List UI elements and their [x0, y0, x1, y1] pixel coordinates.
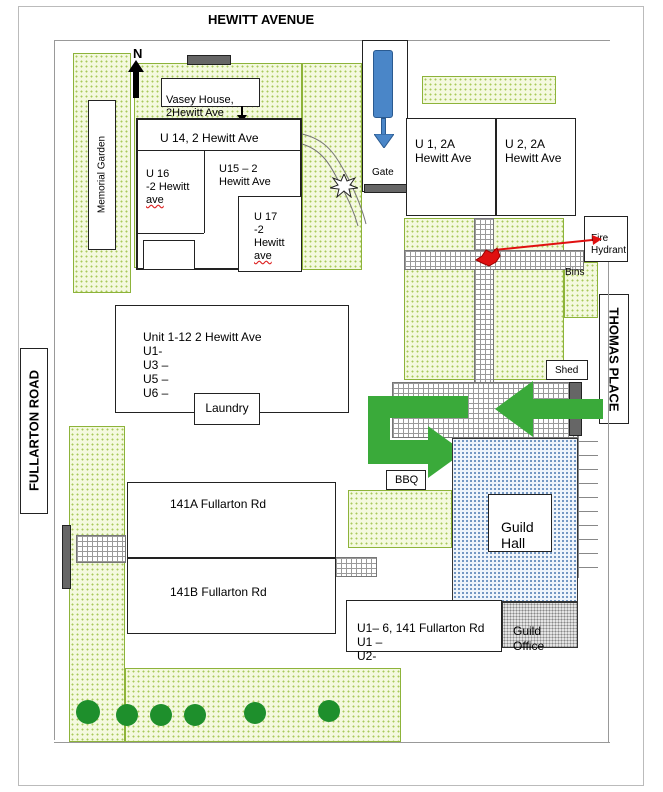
building-u1-2a: U 1, 2A Hewitt Ave: [406, 118, 496, 216]
site-boundary-south: [54, 742, 610, 743]
building-u1-6-141: U1– 6, 141 Fullarton Rd U1 – U2-: [346, 600, 502, 663]
building-141a: [127, 482, 336, 558]
building-u17: [238, 196, 302, 272]
route-arrow-icon: [368, 396, 468, 478]
u17-line1: U 17: [254, 211, 278, 223]
west-gate-bar: [62, 525, 71, 589]
grass-bbq-area: [348, 490, 452, 548]
map-frame: [18, 6, 644, 786]
u14-label: U 14, 2 Hewitt Ave: [160, 131, 259, 145]
u2-2a-label: U 2, 2A Hewitt Ave: [505, 137, 562, 165]
guild-office-label: Guild Office: [513, 624, 545, 653]
site-boundary-east: [608, 262, 609, 742]
u16-line3: ave: [146, 194, 164, 206]
u15-label: U15 – 2 Hewitt Ave: [219, 163, 271, 188]
north-marker-label: N: [133, 46, 143, 61]
building-141b: [127, 558, 336, 634]
bins-label: Bins: [565, 267, 585, 278]
north-arrow-icon: [128, 60, 144, 98]
141a-label: 141A Fullarton Rd: [170, 497, 267, 511]
gate-label: Gate: [372, 167, 394, 178]
paving-141-connector: [335, 557, 377, 577]
grass-west-south: [69, 426, 125, 742]
memorial-garden: [88, 100, 116, 250]
u1-6-141-label: U1– 6, 141 Fullarton Rd U1 – U2-: [357, 621, 485, 663]
building-vasey-house: Vasey House, 2Hewitt Ave: [161, 78, 260, 119]
guild-hall-label: Guild Hall: [501, 519, 534, 551]
guild-office: Guild Office: [502, 602, 578, 653]
u14-divider: [137, 150, 301, 151]
u16-line1: U 16: [146, 168, 170, 180]
u16-line2: -2 Hewitt: [146, 181, 190, 193]
laundry: Laundry: [194, 393, 260, 425]
starburst-icon: [330, 174, 358, 198]
u17-line2: -2: [254, 224, 264, 236]
car-icon: [373, 50, 393, 118]
tree-icon: [150, 704, 172, 726]
bbq: BBQ: [386, 470, 426, 490]
grass-north-east-strip: [422, 76, 556, 104]
141b-label: 141B Fullarton Rd: [170, 585, 267, 599]
tree-icon: [244, 702, 266, 724]
u17-line4: ave: [254, 250, 272, 262]
paving-west-entry: [76, 535, 126, 563]
gate-bar: [364, 184, 408, 193]
tree-icon: [116, 704, 138, 726]
bbq-label: BBQ: [395, 474, 419, 486]
tree-icon: [76, 700, 100, 724]
building-u2-2a: U 2, 2A Hewitt Ave: [496, 118, 576, 216]
fire-hydrant-marker-icon: [475, 235, 602, 267]
thomas-place-box: [599, 294, 629, 424]
vasey-gate-bar: [187, 55, 231, 65]
u16-divider: [204, 151, 205, 233]
shed-label: Shed: [555, 365, 579, 376]
u1-2a-label: U 1, 2A Hewitt Ave: [415, 137, 472, 165]
grass-north-right: [302, 63, 362, 270]
grass-west-north: [73, 53, 131, 293]
guild-hall: Guild Hall: [488, 494, 552, 552]
u16-annex: [143, 240, 195, 270]
u17-label: U 17 -2 Hewitt ave: [254, 211, 300, 263]
road-label-fullarton-road: FULLARTON ROAD: [26, 369, 42, 492]
car-arrow-icon: [374, 134, 394, 148]
u17-line3: Hewitt: [254, 237, 285, 249]
vasey-house-label: Vasey House, 2Hewitt Ave: [166, 94, 234, 119]
hewitt-avenue-edge: [54, 40, 610, 41]
thomas-place-steps: [578, 428, 598, 578]
site-boundary-west: [54, 40, 55, 740]
laundry-label: Laundry: [205, 401, 249, 415]
road-label-hewitt-avenue: HEWITT AVENUE: [208, 12, 315, 27]
grass-bins-area: [564, 262, 598, 318]
u16-bottom-line: [137, 233, 204, 234]
guild-hall-area: [452, 438, 578, 602]
shed: Shed: [546, 360, 588, 380]
u16-label: U 16 -2 Hewitt ave: [146, 168, 202, 207]
tree-icon: [318, 700, 340, 722]
entry-arrow-icon: [495, 381, 603, 437]
tree-icon: [184, 704, 206, 726]
unit-1-12-label: Unit 1-12 2 Hewitt Ave U1- U3 – U5 – U6 …: [143, 330, 262, 400]
memorial-garden-label: Memorial Garden: [96, 135, 108, 214]
fullarton-road-box: [20, 348, 48, 514]
